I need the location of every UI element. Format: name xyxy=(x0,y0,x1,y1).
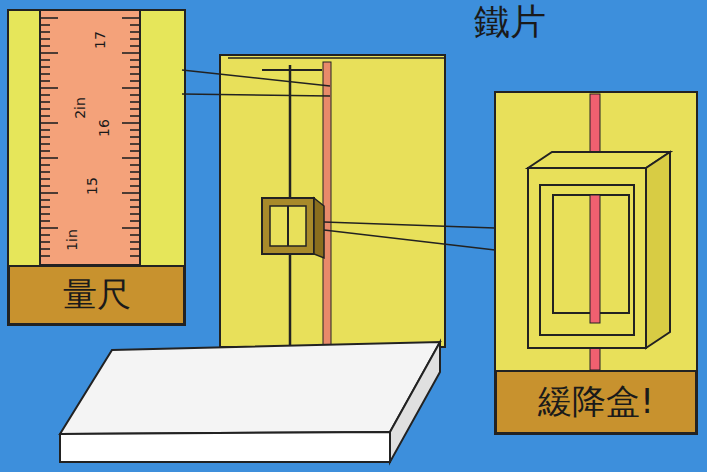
band-label: 緩降盒! xyxy=(538,379,654,425)
ruler-number: 16 xyxy=(96,119,112,137)
band-label: 量尺 xyxy=(63,272,131,318)
ruler-number: 17 xyxy=(92,31,108,49)
label-band: 量尺 xyxy=(8,265,185,325)
ruler-number: 1in xyxy=(64,229,80,251)
label-band: 緩降盒! xyxy=(495,370,697,434)
part-label: 鐵片 xyxy=(474,0,546,47)
ruler-number: 15 xyxy=(84,177,100,195)
ruler-number: 2in xyxy=(72,97,88,119)
